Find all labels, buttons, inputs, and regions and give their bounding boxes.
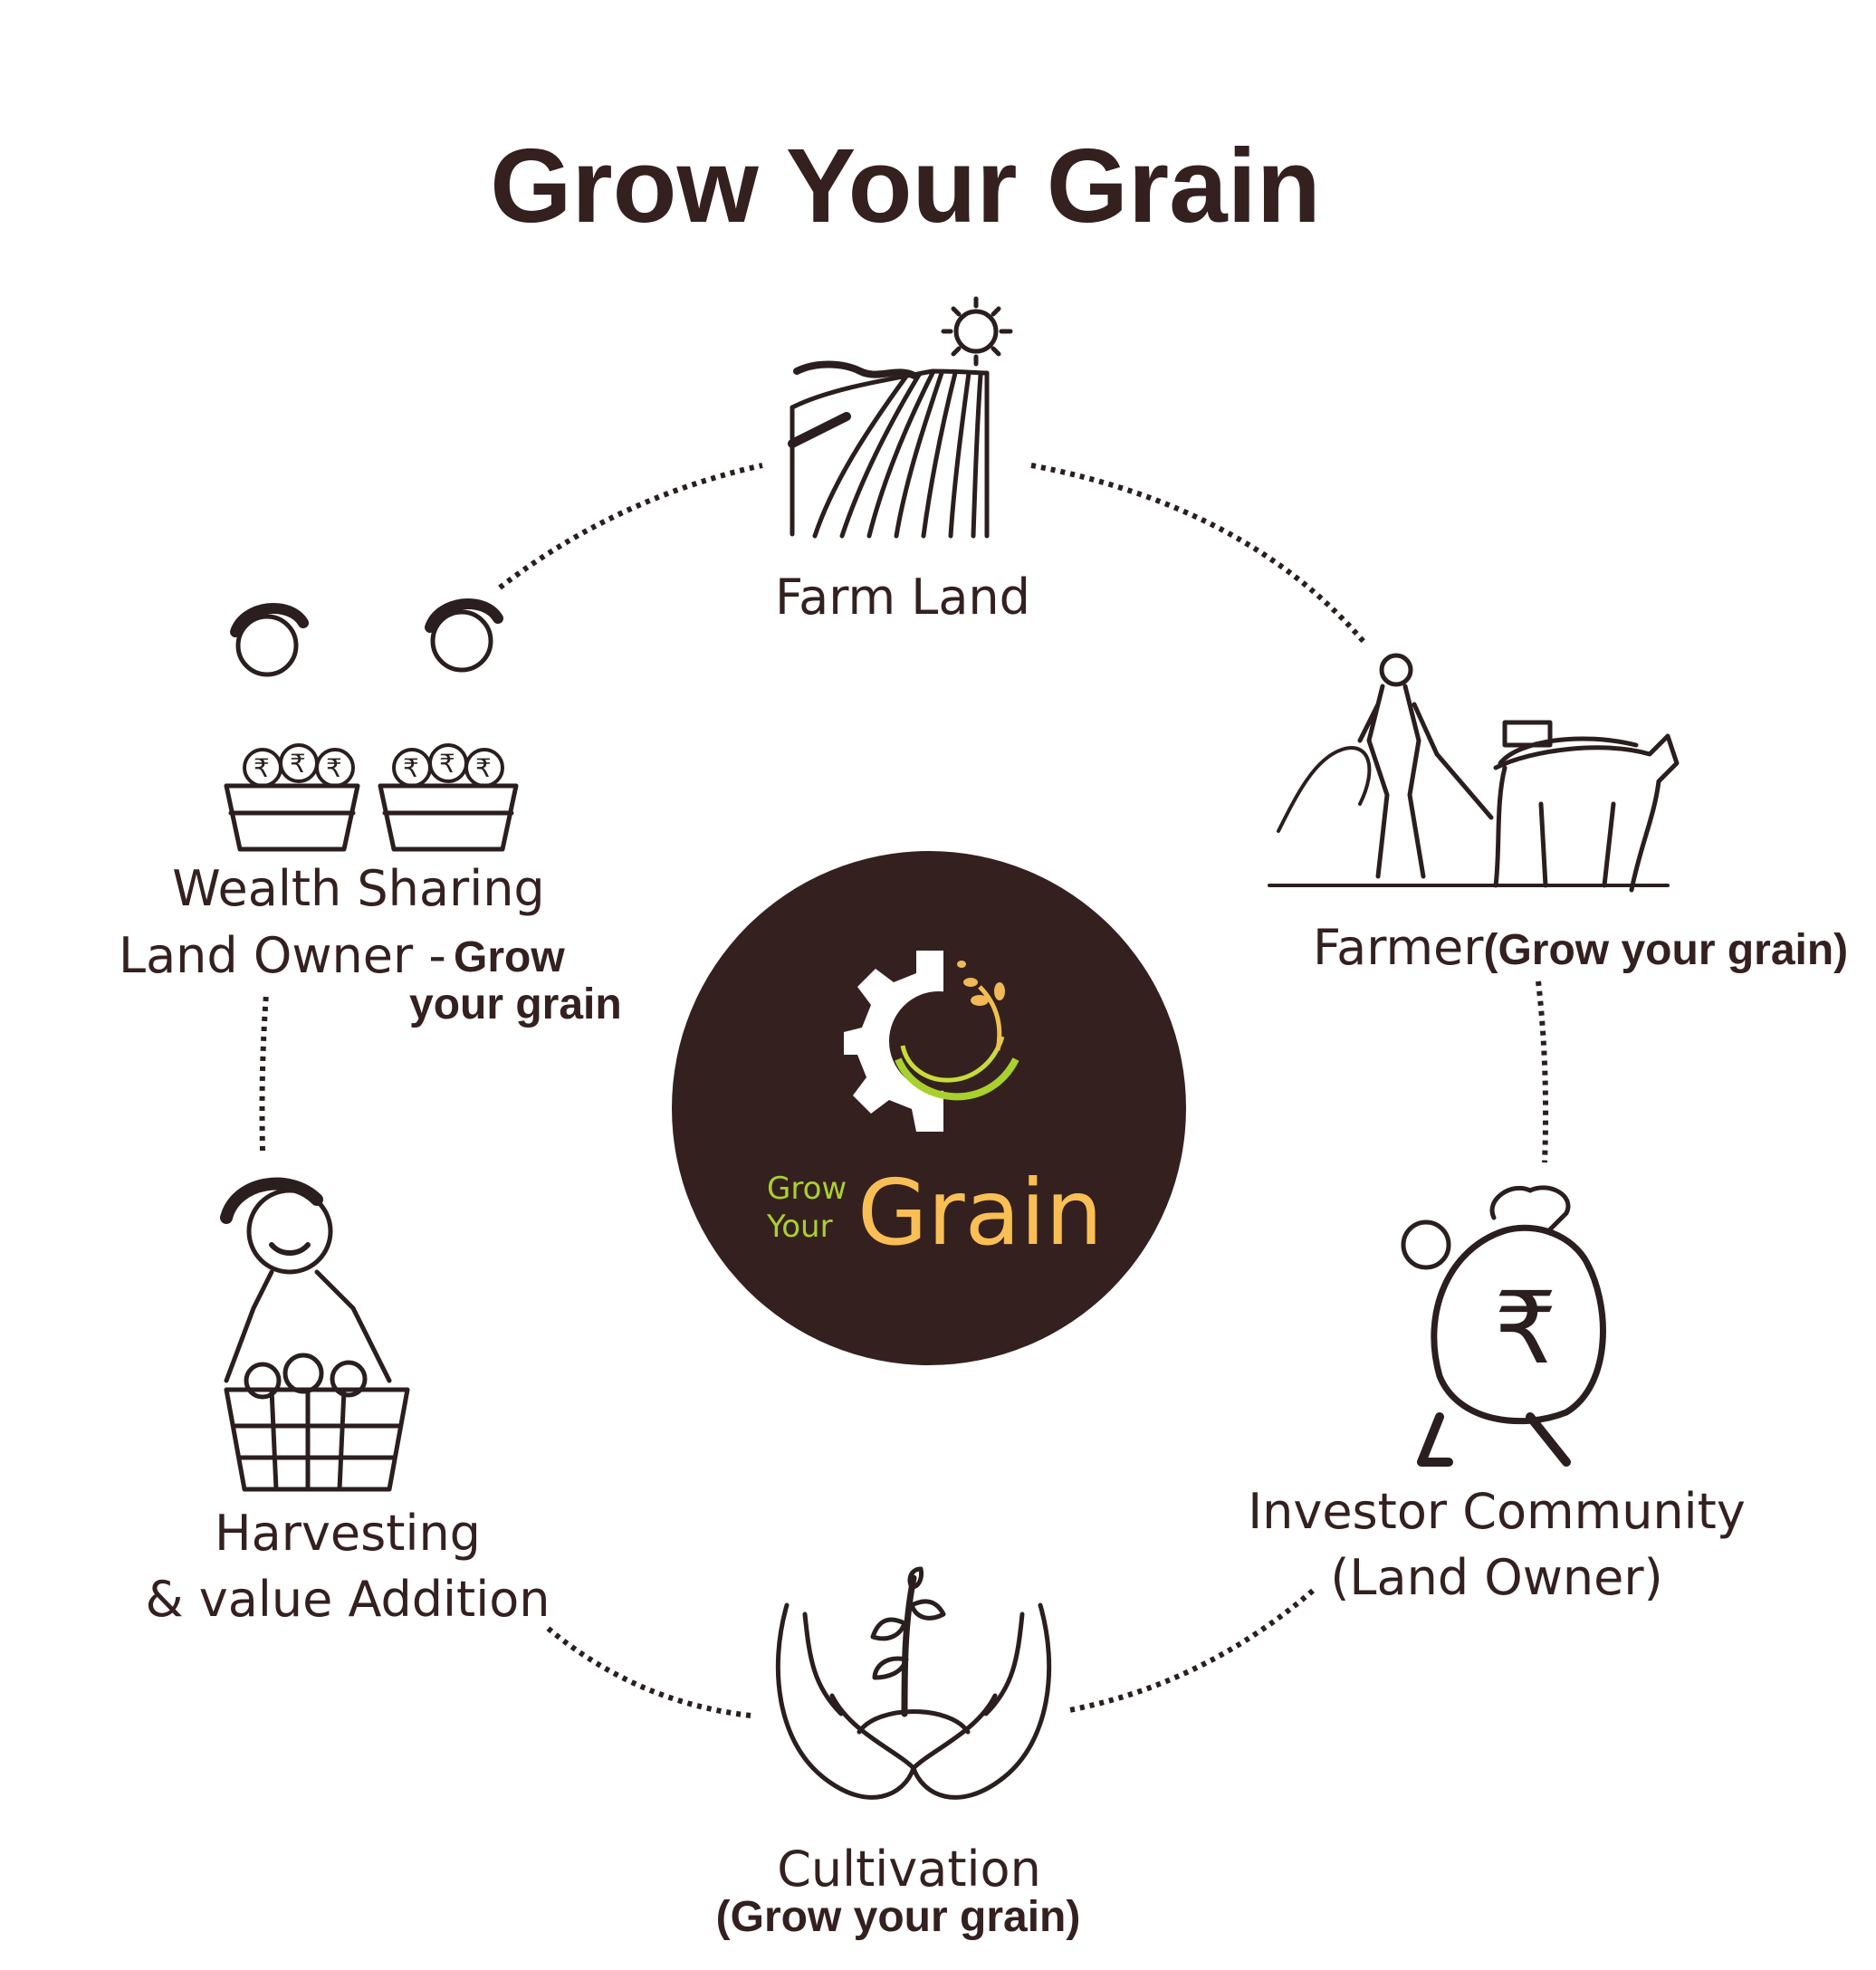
basket-left: [224, 783, 360, 852]
svg-text:₹: ₹: [326, 753, 342, 783]
left-hand: [775, 1602, 916, 1800]
farmer-head: [1379, 653, 1413, 687]
person-left-head: [235, 614, 299, 677]
cultivation-hands-illustration: [775, 1566, 1052, 1800]
investor-moneybag-illustration: ₹: [1401, 1185, 1606, 1467]
soil-mound: [857, 1709, 971, 1735]
farmer-title: Farmer: [1313, 919, 1484, 976]
connector-farmer-to-investor: [1536, 980, 1549, 1163]
gear-wheat-icon: [844, 951, 1019, 1132]
wealth-grow-label: Grow: [454, 933, 565, 981]
leaf: [870, 1566, 946, 1680]
wealth-sharing-illustration: ₹ ₹ ₹ ₹ ₹ ₹: [224, 598, 519, 852]
investor-head: [1401, 1219, 1451, 1270]
rupee-icon: ₹: [1494, 1270, 1557, 1386]
harvesting-sublabel: & value Addition: [145, 1571, 550, 1628]
person-right-head: [430, 609, 493, 673]
right-hand: [911, 1602, 1052, 1800]
cultivation-label: Cultivation: [777, 1841, 1041, 1898]
logo-grow-text: Grow: [767, 1171, 847, 1207]
harvesting-label: Harvesting: [215, 1505, 481, 1562]
investor-label: Investor Community: [1248, 1483, 1746, 1540]
wealth-owner-label: Land Owner -: [119, 927, 446, 984]
farmer-subtitle: (Grow your grain): [1483, 926, 1849, 974]
farm-land-label: Farm Land: [775, 569, 1030, 626]
harvesting-basket-illustration: [220, 1177, 410, 1492]
wealth-sharing-label: Wealth Sharing: [172, 860, 545, 917]
basket-right: [378, 783, 519, 852]
logo-grain-text: Grain: [857, 1160, 1104, 1266]
investor-sublabel: (Land Owner): [1330, 1549, 1663, 1606]
connector-harvest-to-wealth: [259, 993, 269, 1152]
connector-farmland-to-farmer: [1030, 463, 1368, 646]
farmer-plough-illustration: [1268, 653, 1680, 893]
logo-your-text: Your: [767, 1209, 833, 1245]
cultivation-sublabel: (Grow your grain): [715, 1893, 1081, 1941]
page-title: Grow Your Grain: [490, 127, 1321, 244]
sun-rays: [941, 296, 1013, 367]
svg-text:₹: ₹: [403, 753, 419, 783]
farmer-label: Farmer(Grow your grain): [1313, 919, 1848, 980]
basket: [224, 1387, 410, 1492]
sun-icon: [953, 309, 999, 354]
farm-land-illustration: [788, 296, 1013, 539]
svg-text:₹: ₹: [475, 753, 492, 783]
svg-text:₹: ₹: [290, 749, 306, 779]
connector-wealth-to-farmland: [498, 463, 763, 590]
connector-investor-to-cultivation: [1068, 1588, 1315, 1713]
grow-your-grain-logo: Grow Your Grain: [672, 851, 1186, 1365]
svg-text:₹: ₹: [254, 753, 270, 783]
connector-cultivation-to-harvest: [542, 1622, 751, 1718]
svg-text:₹: ₹: [439, 749, 455, 779]
wealth-your-grain-label: your grain: [409, 980, 622, 1028]
